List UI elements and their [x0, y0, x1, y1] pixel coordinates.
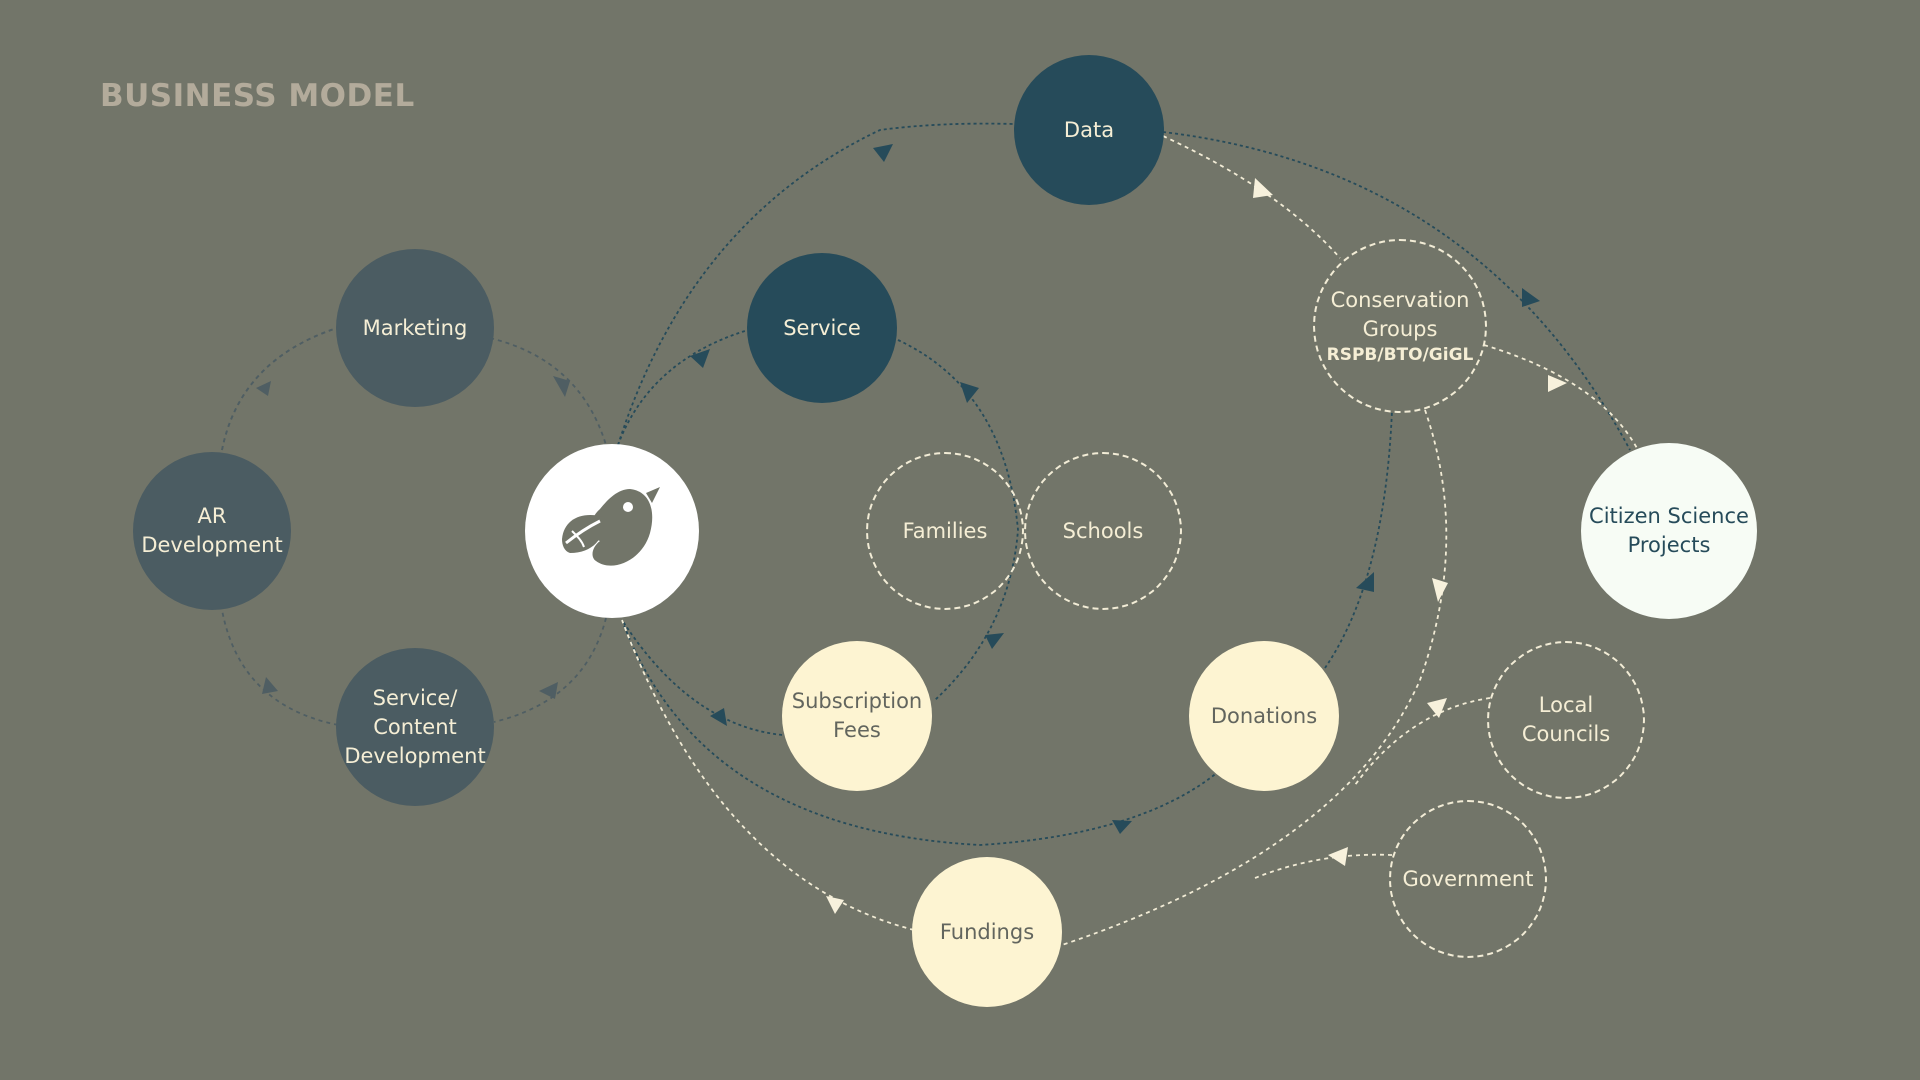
- local-councils-node: Local Councils: [1487, 641, 1645, 799]
- connector-donations-to-conservation: [1324, 409, 1393, 669]
- arrow-councils-funding-line: [1427, 698, 1447, 718]
- arrow-donations-logo: [1112, 820, 1132, 834]
- fundings-label: Fundings: [939, 919, 1035, 944]
- subscription-fees-label: Subscription Fees: [791, 689, 923, 742]
- schools-label: Schools: [1062, 518, 1144, 543]
- arrow-logo-service: [690, 349, 710, 368]
- local-councils-label: Local Councils: [1521, 693, 1611, 746]
- arrow-conservation-fundings: [1432, 578, 1448, 602]
- arrow-conservation-citizen: [1548, 375, 1567, 392]
- content-development-label: Service/ Content Development: [344, 685, 486, 768]
- service-node: Service: [747, 253, 897, 403]
- citizen-science-label: Citizen Science Projects: [1589, 504, 1749, 557]
- connector-logo-to-service: [617, 329, 749, 446]
- arrow-content-ar: [262, 677, 278, 694]
- ar-development-node: AR Development: [133, 452, 291, 610]
- conservation-groups-node: Conservation Groups RSPB/BTO/GiGL: [1313, 239, 1487, 413]
- arrow-logo-data: [873, 144, 893, 162]
- connector-subscription-to-logo: [621, 619, 783, 736]
- service-label: Service: [783, 315, 861, 340]
- data-node: Data: [1014, 55, 1164, 205]
- connector-ar-to-marketing: [221, 327, 338, 451]
- arrow-subscription-logo: [710, 708, 727, 726]
- conservation-groups-label: Conservation Groups: [1330, 288, 1470, 341]
- fundings-node: Fundings: [912, 857, 1062, 1007]
- data-label: Data: [1063, 117, 1115, 142]
- connector-conservation-to-fundings: [1061, 409, 1448, 946]
- connector-logo-to-donations: [621, 619, 1219, 846]
- arrow-ar-marketing: [256, 381, 271, 396]
- schools-node: Schools: [1024, 452, 1182, 610]
- marketing-label: Marketing: [362, 315, 468, 340]
- arrow-donations-conservation: [1356, 572, 1374, 592]
- connector-conservation-to-citizen: [1483, 344, 1639, 451]
- government-node: Government: [1389, 800, 1547, 958]
- content-development-node: Service/ Content Development: [336, 648, 494, 806]
- arrow-marketing-logo: [553, 376, 570, 397]
- connector-logo-to-content: [493, 617, 607, 723]
- connector-data-to-conservation: [1162, 135, 1341, 259]
- arrow-data-conservation: [1253, 178, 1273, 198]
- connector-councils-to-funding-line: [1354, 697, 1491, 786]
- arrow-fundings-logo: [826, 896, 844, 914]
- connector-fundings-to-logo: [621, 619, 915, 931]
- conservation-groups-sublabel: RSPB/BTO/GiGL: [1326, 345, 1474, 365]
- donations-node: Donations: [1189, 641, 1339, 791]
- families-node: Families: [866, 452, 1024, 610]
- citizen-science-node: Citizen Science Projects: [1581, 443, 1757, 619]
- arrow-government-funding-line: [1328, 847, 1348, 866]
- subscription-fees-node: Subscription Fees: [782, 641, 932, 791]
- page-title: BUSINESS MODEL: [100, 78, 415, 114]
- connector-government-to-funding-line: [1254, 853, 1393, 879]
- government-label: Government: [1402, 866, 1534, 891]
- families-label: Families: [902, 518, 988, 543]
- marketing-node: Marketing: [336, 249, 494, 407]
- bird-logo-icon: [562, 487, 660, 566]
- donations-label: Donations: [1210, 703, 1318, 728]
- app-logo-node: [525, 444, 699, 618]
- arrow-logo-content: [539, 682, 558, 699]
- ar-development-label: AR Development: [141, 504, 283, 557]
- arrow-data-citizen: [1522, 288, 1540, 307]
- connector-data-to-citizen: [1162, 131, 1631, 451]
- connector-content-to-ar: [221, 609, 339, 726]
- connector-marketing-to-logo: [489, 337, 607, 446]
- arrow-service-families: [960, 382, 979, 403]
- arrow-families-subscription: [985, 633, 1004, 649]
